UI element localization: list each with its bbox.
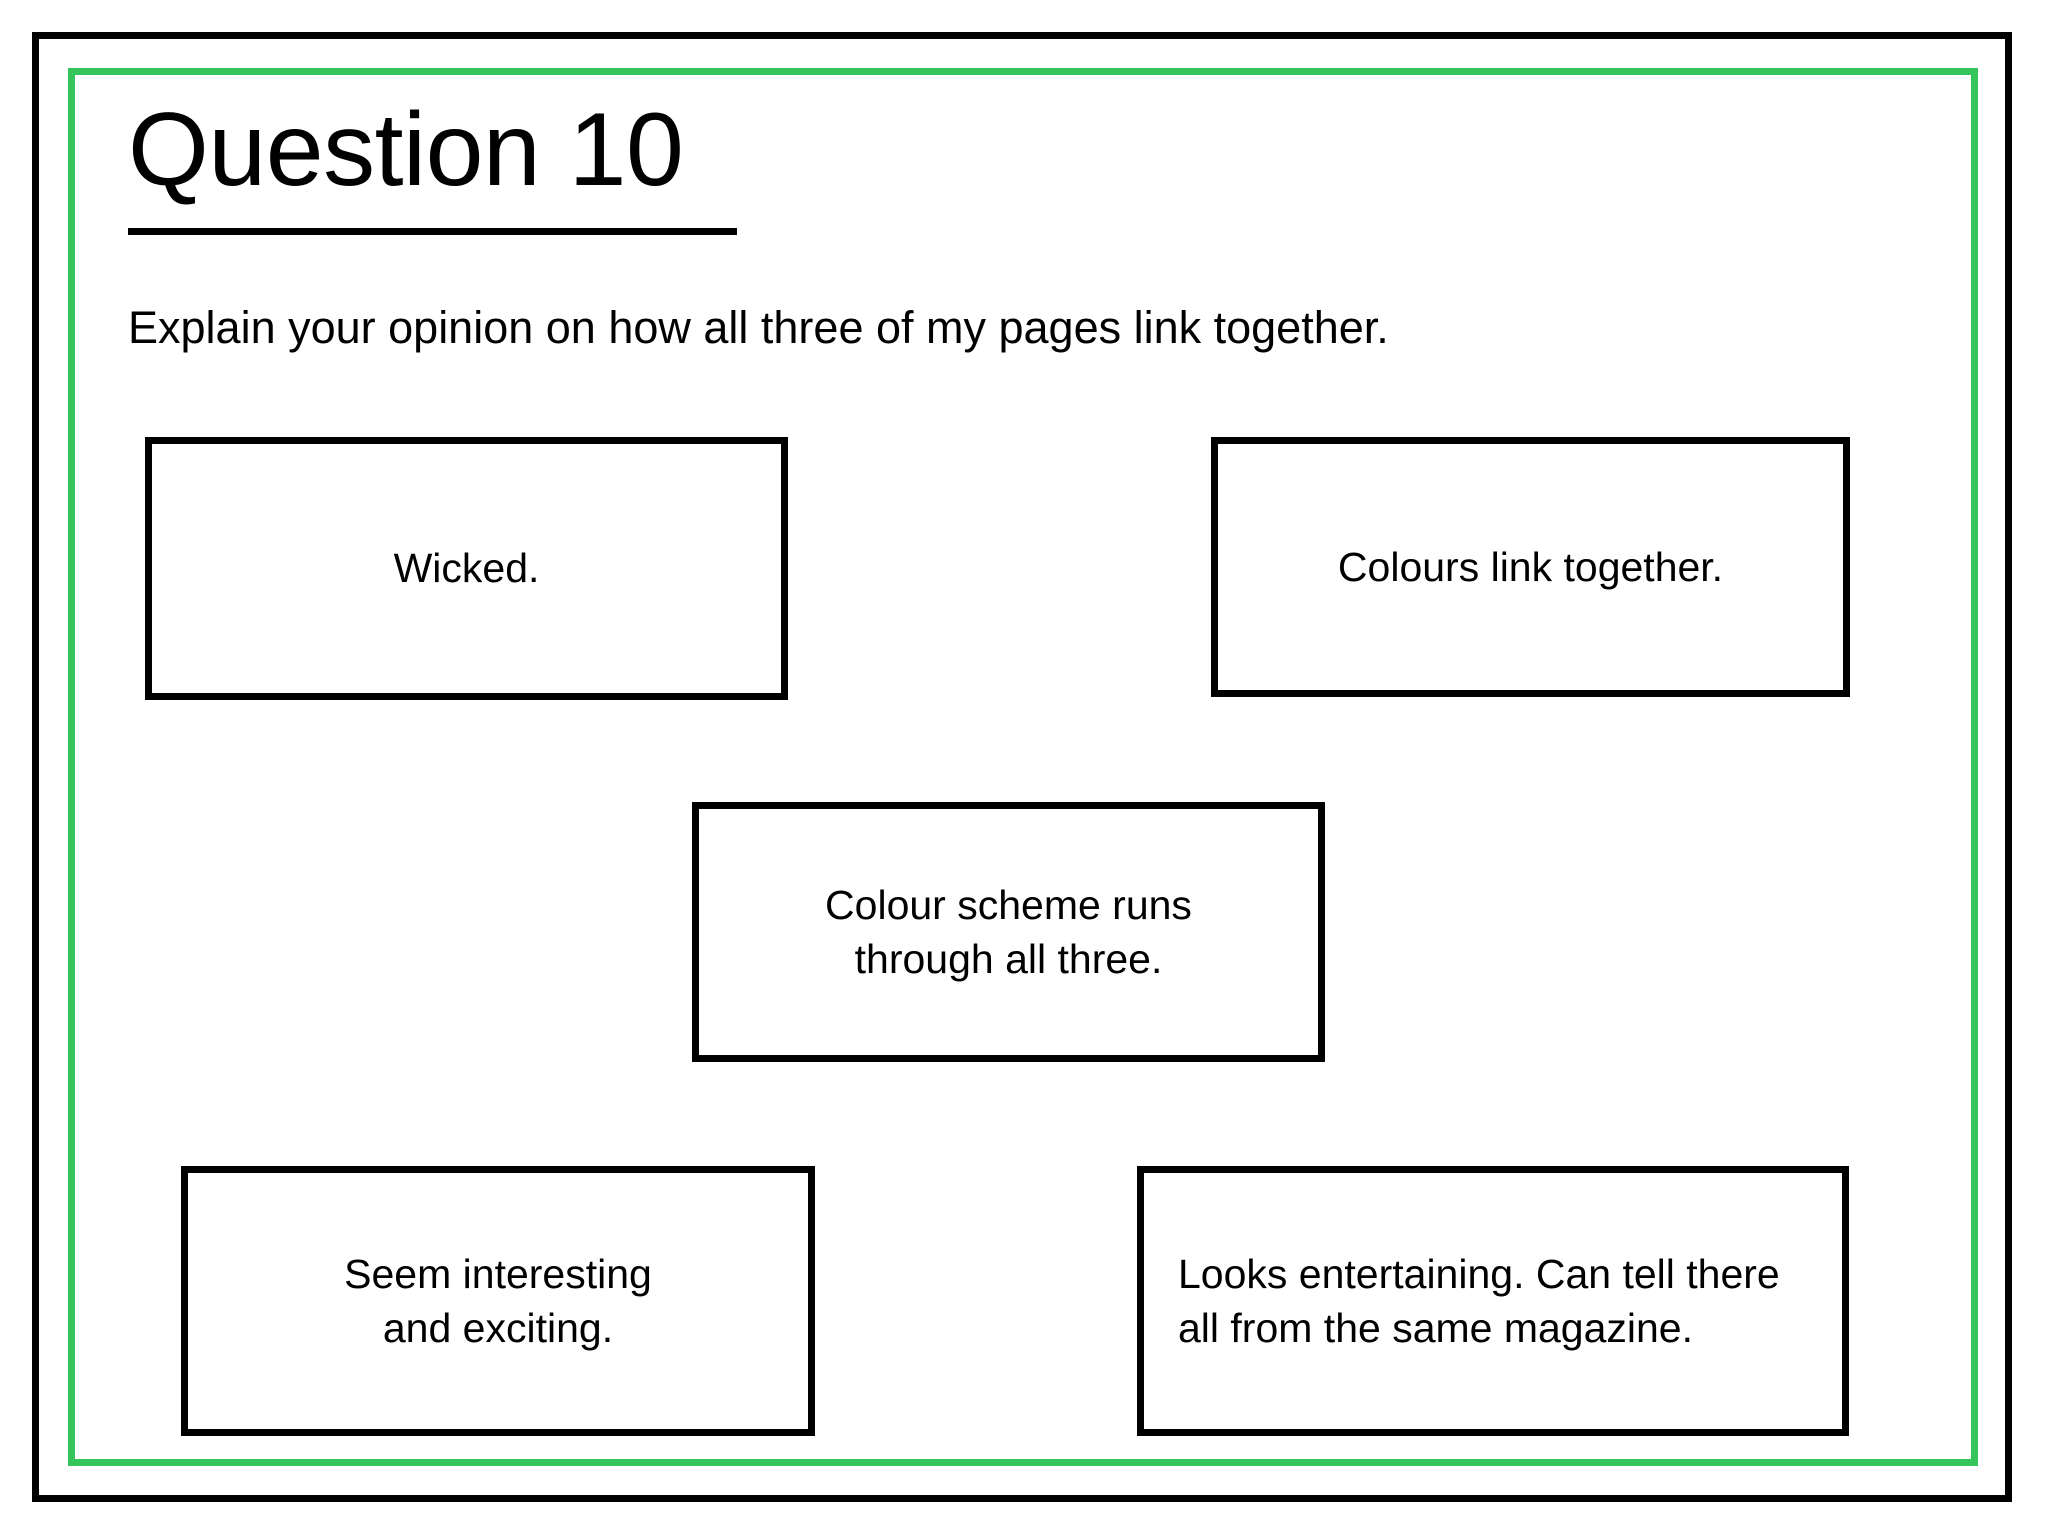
- response-text: Looks entertaining. Can tell there all f…: [1178, 1250, 1780, 1351]
- response-box-wicked: Wicked.: [145, 437, 788, 700]
- page-title: Question 10: [128, 92, 684, 208]
- response-text: Seem interesting and exciting.: [344, 1250, 652, 1351]
- outer-border-frame: [32, 32, 2012, 1502]
- response-box-entertaining: Looks entertaining. Can tell there all f…: [1137, 1166, 1849, 1436]
- inner-green-border-frame: [68, 68, 1978, 1466]
- response-box-colours-link: Colours link together.: [1211, 437, 1850, 697]
- page-title-underline: [128, 228, 737, 235]
- response-text: Colours link together.: [1337, 543, 1724, 590]
- response-box-colour-scheme: Colour scheme runs through all three.: [692, 802, 1325, 1062]
- response-text: Colour scheme runs through all three.: [825, 881, 1192, 982]
- question-prompt: Explain your opinion on how all three of…: [128, 302, 1389, 353]
- response-box-interesting: Seem interesting and exciting.: [181, 1166, 815, 1436]
- response-text: Wicked.: [393, 545, 540, 592]
